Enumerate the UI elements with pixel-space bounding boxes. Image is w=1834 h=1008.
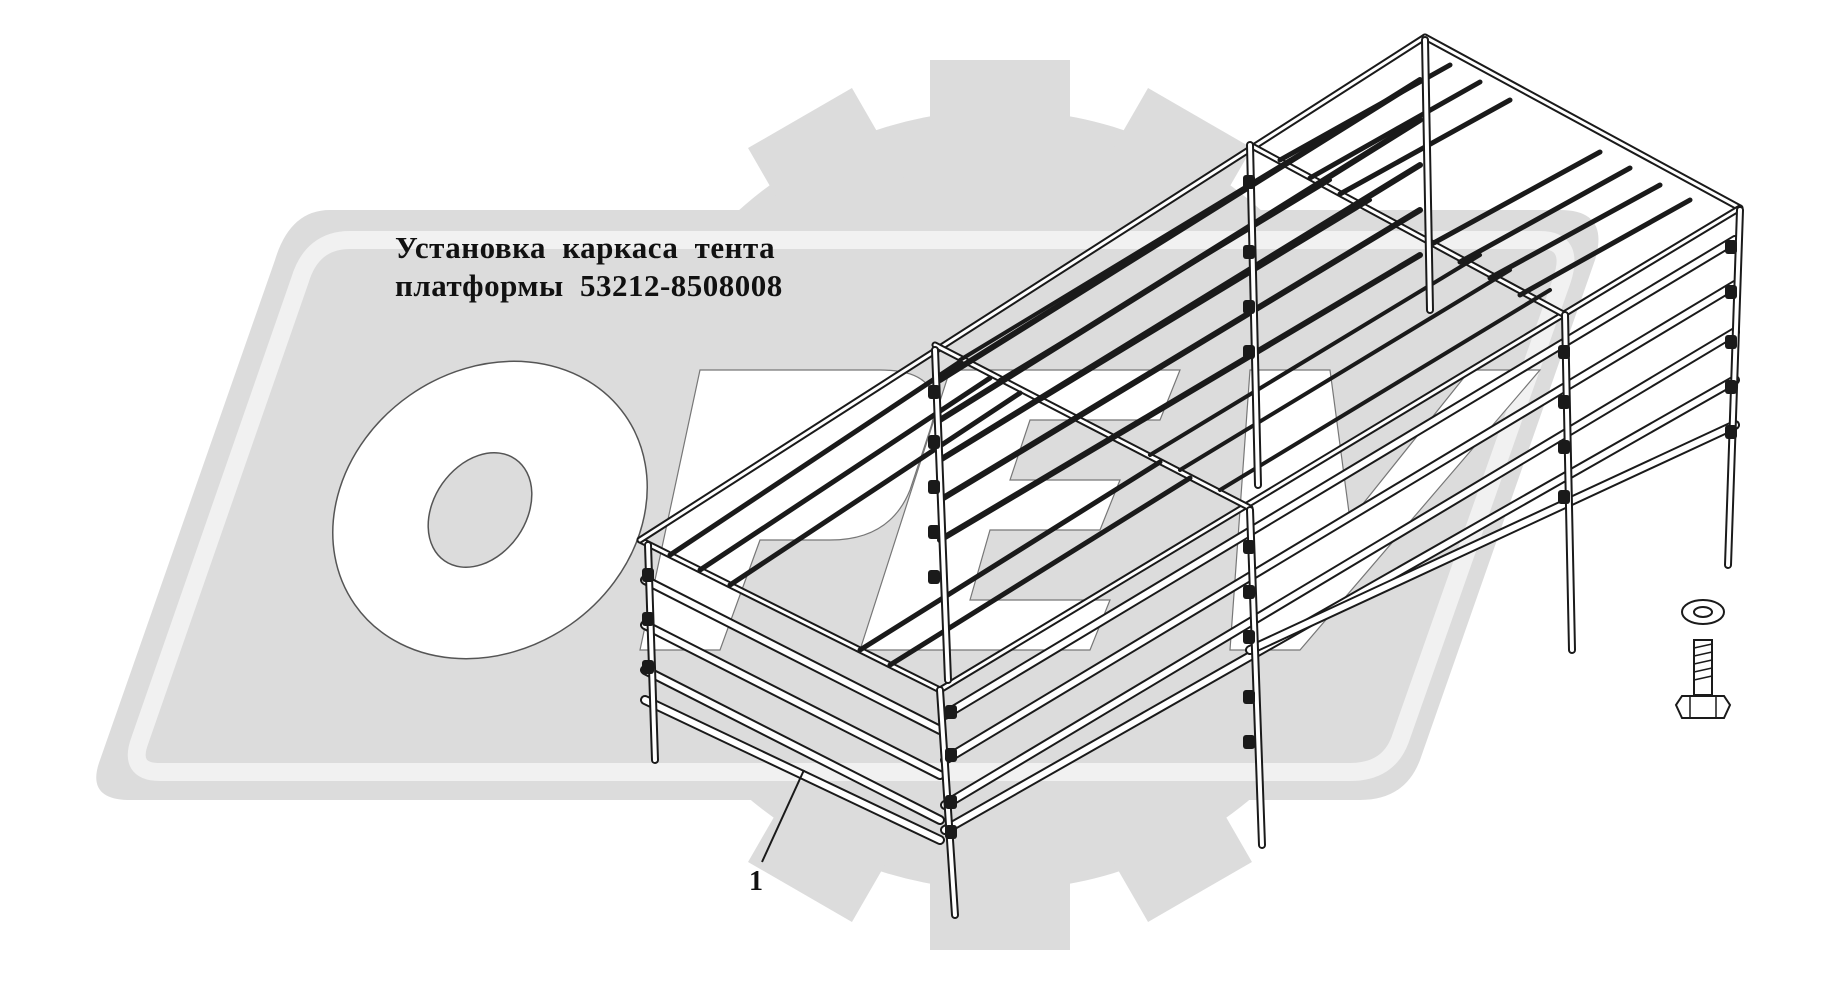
rear-wall-slats: [937, 77, 1423, 543]
callout-leader-1: [761, 769, 805, 863]
tent-frame: [636, 33, 1744, 919]
title-line-2: платформы 53212-8508008: [395, 268, 783, 303]
stake-brackets: [642, 175, 1737, 839]
front-wall-slats: [640, 575, 945, 845]
callout-label-1: 1: [749, 866, 763, 897]
watermark-letter-o: [332, 360, 648, 660]
bolt-shank: [1693, 639, 1713, 696]
side-wall-slats: [940, 235, 1740, 835]
bolt-washer-icon: [1674, 599, 1732, 719]
title-line-1: Установка каркаса тента: [395, 230, 776, 265]
bolt-head: [1674, 695, 1732, 719]
watermark-plate-inner: [127, 231, 1575, 781]
